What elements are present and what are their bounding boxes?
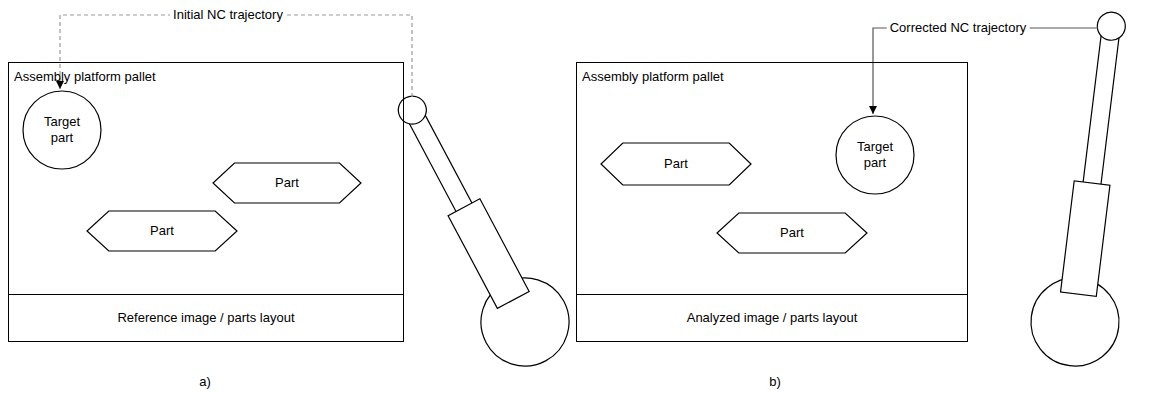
part-hexagon: Part <box>86 210 238 252</box>
trajectory-line <box>60 15 412 97</box>
node-text: Part <box>150 223 174 239</box>
node-text: Part <box>664 156 688 172</box>
robot-link <box>448 199 529 309</box>
node-text: Assembly platform pallet <box>14 69 156 85</box>
robot-arm <box>367 77 585 381</box>
node-text: Analyzed image / parts layout <box>687 310 858 326</box>
target-part-circle: Target part <box>22 90 102 170</box>
trajectory-layer <box>60 15 1098 114</box>
robot-link <box>1061 181 1110 297</box>
part-hexagon: Part <box>716 212 868 254</box>
trajectory-line <box>873 28 1098 114</box>
target-part-circle: Target part <box>835 115 915 195</box>
layout-band: Analyzed image / parts layout <box>576 294 968 342</box>
robot-joint <box>1096 11 1127 42</box>
node-text: Target part <box>36 114 88 147</box>
circle-outline <box>23 91 101 169</box>
robot-link <box>1083 35 1119 186</box>
node-text: Part <box>780 225 804 241</box>
trajectory-label: Initial NC trajectory <box>170 7 286 23</box>
trajectory-label: Corrected NC trajectory <box>887 20 1030 36</box>
layout-band: Reference image / parts layout <box>8 294 404 342</box>
node-text: Assembly platform pallet <box>582 69 724 85</box>
panel-label: a) <box>196 374 214 390</box>
node-text: Reference image / parts layout <box>117 310 294 326</box>
pallet-area: Part Target partPart Assembly platform pal… <box>576 62 968 295</box>
circle-outline <box>836 116 914 194</box>
hexagon-outline <box>717 213 867 253</box>
node-text: Part <box>275 175 299 191</box>
robot-arm <box>1026 7 1150 371</box>
part-hexagon: Part <box>600 142 752 186</box>
pallet-area: Target partPartPartAssembly platform pal… <box>8 62 404 295</box>
node-text: Target part <box>849 139 901 172</box>
part-hexagon: Part <box>212 162 362 204</box>
hexagon-outline <box>213 163 361 203</box>
panel-label: b) <box>766 374 784 390</box>
hexagon-outline <box>601 143 751 185</box>
hexagon-outline <box>87 211 237 251</box>
